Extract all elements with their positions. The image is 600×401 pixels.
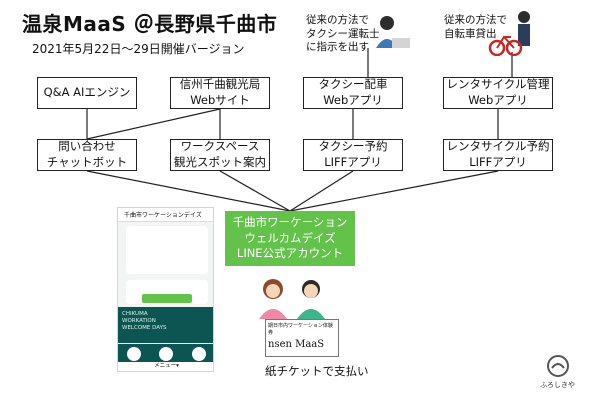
paper-ticket: 期日市内ワーケーション体験券 nsen MaaS (265, 319, 339, 357)
phone-header: 千曲市ワーケーションデイズ (118, 208, 213, 222)
phone-menu-label: メニュー▾ (118, 362, 213, 371)
box-rental-cycle-web: レンタサイクル管理 Webアプリ (443, 77, 553, 109)
phone-banner: CHIKUMA WORKATION WELCOME DAYS (118, 307, 213, 343)
furoshikiya-logo-text: ふろしきや (540, 381, 575, 389)
note-taxi-old-method: 従来の方法で タクシー運転士 に指示を出す (306, 14, 380, 54)
person-bicycle-icon (488, 11, 530, 56)
box-taxi-liff: タクシー予約 LIFFアプリ (303, 139, 403, 171)
page-title: 温泉MaaS ＠長野県千曲市 (22, 12, 278, 36)
page-subtitle: 2021年5月22日〜29日開催バージョン (32, 42, 245, 56)
chat-bubble (126, 226, 208, 274)
furoshikiya-logo-icon (547, 355, 569, 377)
two-people-icon (259, 279, 325, 319)
taxi-icon (127, 347, 142, 361)
phone-green-button (142, 294, 192, 303)
box-workspace-guide: ワークスペース 観光スポット案内 (170, 139, 270, 171)
box-qa-ai-engine: Q&A AIエンジン (37, 77, 137, 109)
phone-menu-row (118, 344, 213, 364)
person-laptop-icon (376, 16, 410, 48)
box-chatbot: 問い合わせ チャットボット (37, 139, 137, 171)
map-icon (191, 347, 206, 361)
line-app-screenshot: 千曲市ワーケーションデイズ CHIKUMA WORKATION WELCOME … (117, 207, 214, 372)
onsen-maas-logo: nsen MaaS (268, 339, 325, 350)
box-kanko-website: 信州千曲観光局 Webサイト (170, 77, 270, 109)
box-rental-cycle-liff: レンタサイクル予約 LIFFアプリ (443, 139, 553, 171)
line-official-account-box: 千曲市ワーケーション ウェルカムデイズ LINE公式アカウント (225, 211, 355, 266)
box-taxi-dispatch-web: タクシー配車 Webアプリ (303, 77, 403, 109)
bicycle-icon (159, 347, 174, 361)
ticket-heading: 期日市内ワーケーション体験券 (268, 323, 333, 336)
note-bike-old-method: 従来の方法で 自転車貸出 (444, 14, 507, 40)
paper-ticket-caption: 紙チケットで支払い (265, 364, 369, 378)
